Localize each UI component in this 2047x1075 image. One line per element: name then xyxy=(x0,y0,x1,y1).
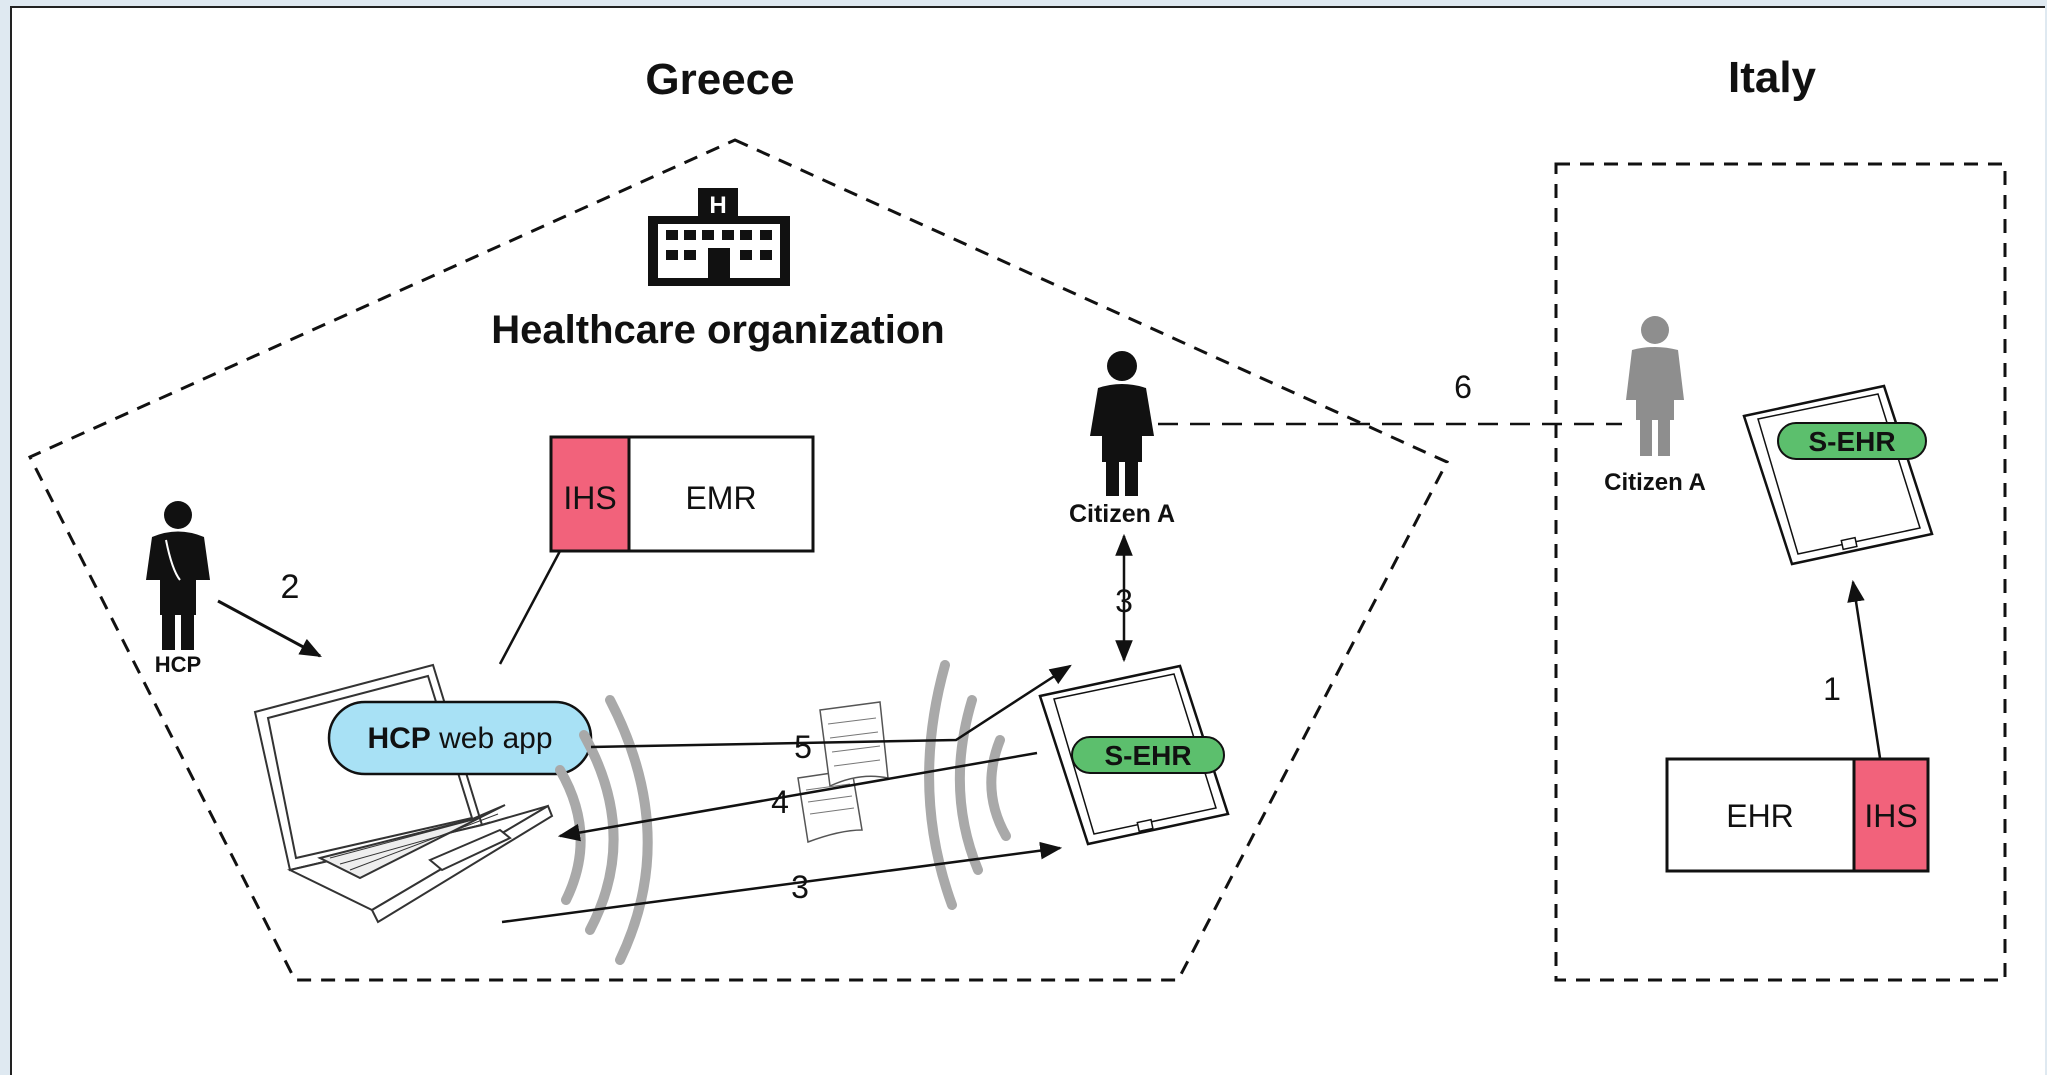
citizen-person-icon-greece xyxy=(1090,351,1154,496)
step-2-arrow xyxy=(217,599,322,658)
sehr-badge-greece xyxy=(1071,736,1225,774)
ehr-label: EHR xyxy=(1726,798,1794,834)
emr-connector xyxy=(498,550,562,665)
ehr-block xyxy=(1665,757,1856,873)
step-1-arrow xyxy=(1847,579,1882,759)
svg-text:H: H xyxy=(709,192,726,219)
hcp-person-icon xyxy=(146,501,210,650)
hcp-web-app-label: HCP web app xyxy=(367,722,552,755)
sehr-label-italy: S-EHR xyxy=(1808,426,1895,457)
document-stack-icon xyxy=(797,701,889,844)
region-title-italy: Italy xyxy=(1728,53,1817,102)
ihs-label-greece: IHS xyxy=(563,480,616,516)
sehr-badge-italy xyxy=(1777,422,1927,460)
hcp-label: HCP xyxy=(155,652,201,677)
step-6-label: 6 xyxy=(1454,369,1472,405)
greece-boundary xyxy=(27,138,1450,982)
region-title-greece: Greece xyxy=(645,55,794,104)
phone-greece xyxy=(1038,664,1230,846)
step-3-label-bottom: 3 xyxy=(791,869,809,905)
citizen-person-icon-italy xyxy=(1626,316,1684,456)
step-3-arrow-bottom xyxy=(501,841,1063,924)
step-2-label: 2 xyxy=(281,568,300,606)
italy-boundary xyxy=(1554,162,2007,982)
emr-block xyxy=(627,435,815,553)
citizen-label-italy: Citizen A xyxy=(1604,469,1706,496)
step-1-label: 1 xyxy=(1823,671,1841,707)
step-5-label: 5 xyxy=(794,729,812,765)
step-3-label-vertical: 3 xyxy=(1115,583,1133,619)
phone-italy xyxy=(1742,384,1934,566)
ihs-label-italy: IHS xyxy=(1864,798,1917,834)
emr-label: EMR xyxy=(685,480,756,516)
organization-label: Healthcare organization xyxy=(491,308,944,352)
citizen-label-greece: Citizen A xyxy=(1069,500,1175,528)
step-5-arrow xyxy=(590,664,1072,749)
sehr-label-greece: S-EHR xyxy=(1104,740,1191,771)
step-4-label: 4 xyxy=(771,784,789,820)
hospital-icon: H xyxy=(648,188,790,286)
ihs-block-italy xyxy=(1852,757,1930,873)
phone-signal-waves xyxy=(924,660,1011,910)
step-4-arrow xyxy=(557,751,1038,842)
